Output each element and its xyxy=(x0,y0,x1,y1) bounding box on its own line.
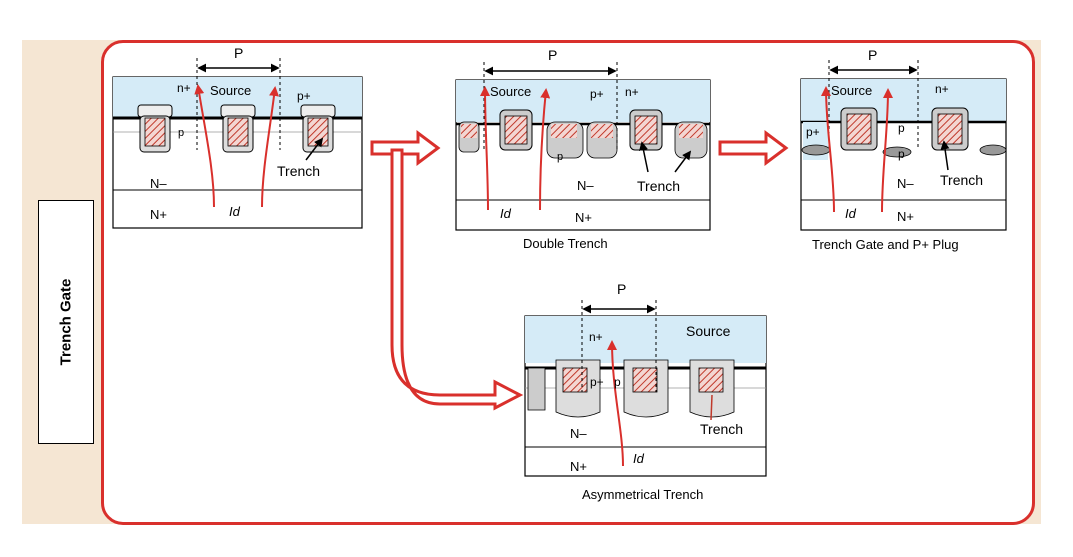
side-label-box: Trench Gate xyxy=(38,200,94,444)
asym-nplus-substrate-label: N+ xyxy=(570,459,587,474)
basic-current-right xyxy=(261,86,280,208)
plug-p-top-label: p xyxy=(898,121,905,135)
double-current-right xyxy=(539,88,551,211)
asym-gate-1 xyxy=(562,367,588,393)
arrow-to-asym xyxy=(390,148,524,411)
asym-id-label: Id xyxy=(633,451,645,466)
plug-gate-1 xyxy=(846,113,872,145)
double-id-label: Id xyxy=(500,206,512,221)
basic-pplus-label: p+ xyxy=(297,89,311,103)
plug-gate-2 xyxy=(937,113,963,145)
arrow-to-double xyxy=(370,130,441,166)
panel-plug: P Source n+ p+ p p Trench N– N+ Id Trenc… xyxy=(800,47,1007,252)
asym-source-label: Source xyxy=(686,323,731,339)
basic-gate-2 xyxy=(227,117,249,147)
asym-p-label: p xyxy=(614,375,621,389)
double-nminus-label: N– xyxy=(577,178,594,193)
plug-current-left xyxy=(821,86,835,213)
asym-nplus-label: n+ xyxy=(589,330,603,344)
asym-pitch-label: P xyxy=(617,281,626,297)
basic-id-label: Id xyxy=(229,204,241,219)
basic-source-label: Source xyxy=(210,83,251,98)
double-current-left xyxy=(480,86,491,211)
basic-nplus-substrate-label: N+ xyxy=(150,207,167,222)
double-source-label: Source xyxy=(490,84,531,99)
double-nplus-label: n+ xyxy=(625,85,639,99)
basic-gate-3 xyxy=(307,117,329,147)
arrow-to-plug xyxy=(718,130,789,166)
basic-gate-1 xyxy=(144,117,166,147)
asym-trench-label: Trench xyxy=(700,421,743,437)
asym-caption: Asymmetrical Trench xyxy=(582,487,703,502)
double-trench-label: Trench xyxy=(637,178,680,194)
plug-current-right xyxy=(881,88,893,213)
double-pplus-label: p+ xyxy=(590,87,604,101)
basic-current-left xyxy=(194,84,215,208)
double-source-region xyxy=(456,80,710,122)
plug-source-region xyxy=(801,79,1006,121)
basic-nminus-label: N– xyxy=(150,176,167,191)
plug-nplus-substrate-label: N+ xyxy=(897,209,914,224)
double-p-label: p xyxy=(557,151,563,163)
plug-nminus-label: N– xyxy=(897,176,914,191)
asym-nminus-label: N– xyxy=(570,426,587,441)
panel-double: P Source n+ p+ p Trench N– N+ Id Double … xyxy=(455,47,711,251)
asym-gate-2 xyxy=(632,367,658,393)
plug-pitch-label: P xyxy=(868,47,877,63)
plug-source-label: Source xyxy=(831,83,872,98)
basic-pitch-label: P xyxy=(234,45,243,61)
plug-id-label: Id xyxy=(845,206,857,221)
basic-trench-label: Trench xyxy=(277,163,320,179)
asym-gate-3 xyxy=(698,367,724,393)
panel-asym: P Source n+ p+ p Trench N– N+ Id Asymmet… xyxy=(524,281,767,502)
basic-nplus-label: n+ xyxy=(177,81,191,95)
double-pitch-label: P xyxy=(548,47,557,63)
asym-source-region xyxy=(525,316,766,363)
plug-p-bottom-label: p xyxy=(898,147,905,161)
double-gate-1 xyxy=(504,115,528,145)
double-nplus-substrate-label: N+ xyxy=(575,210,592,225)
asym-pplus-label: p+ xyxy=(590,375,604,389)
double-gate-2 xyxy=(634,115,658,145)
plug-nplus-label: n+ xyxy=(935,82,949,96)
plug-trench-label: Trench xyxy=(940,172,983,188)
basic-p-label: p xyxy=(178,127,184,139)
plug-pplus-label: p+ xyxy=(806,125,820,139)
asym-current xyxy=(607,340,624,467)
panel-basic: P Source n+ p+ p Trench N– N+ Id xyxy=(112,45,363,229)
double-caption: Double Trench xyxy=(523,236,608,251)
plug-caption: Trench Gate and P+ Plug xyxy=(812,237,959,252)
